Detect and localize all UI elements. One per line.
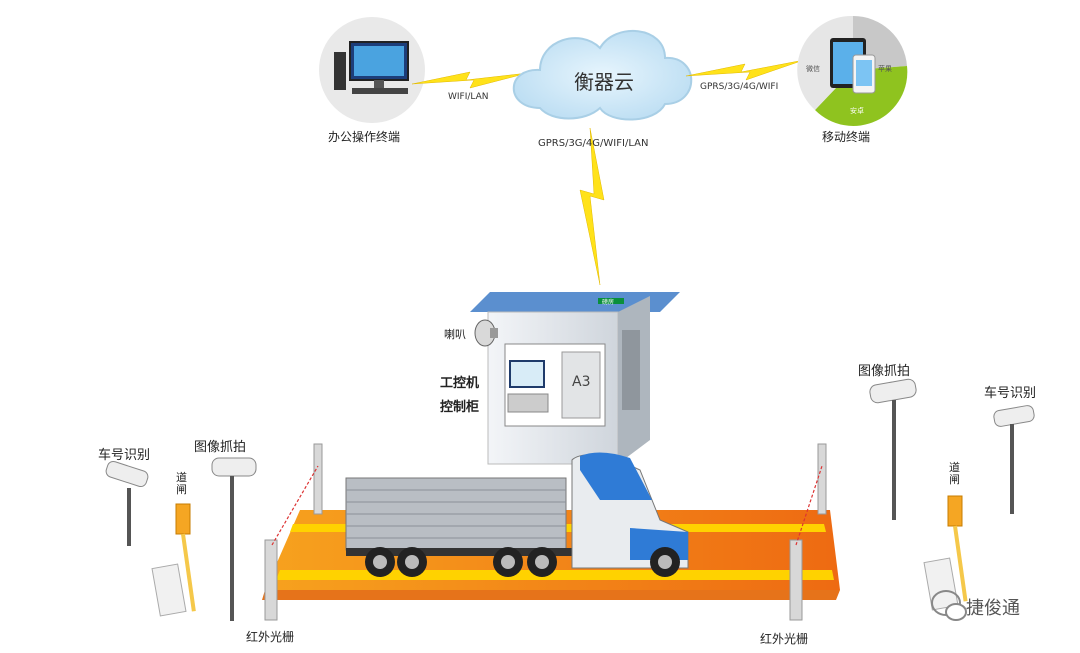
mobile-label: 移动终端	[822, 130, 871, 144]
mobile-link-label: GPRS/3G/4G/WIFI	[700, 82, 779, 92]
right-plate-label: 车号识别	[984, 386, 1037, 401]
office-terminal	[319, 17, 425, 123]
truck	[345, 452, 689, 577]
office-link-label: WIFI/LAN	[448, 92, 489, 102]
right-grating-label: 红外光栅	[760, 632, 809, 646]
left-capture-camera	[211, 457, 257, 621]
booth-label-1: 工控机	[440, 376, 480, 391]
cloud-shape	[512, 29, 693, 121]
cloud-booth-lightning	[579, 127, 605, 286]
booth-label-2: 控制柜	[440, 400, 480, 415]
right-plate-camera	[993, 405, 1035, 514]
control-booth	[470, 292, 680, 465]
cloud-label: 衡器云	[574, 70, 634, 94]
speaker-icon	[474, 319, 498, 347]
gprs-mobile-lightning	[685, 59, 805, 81]
left-plate-camera	[105, 460, 149, 546]
right-capture-label: 图像抓拍	[858, 364, 911, 379]
left-gate-label: 道闸	[176, 471, 187, 496]
left-plate-label: 车号识别	[98, 448, 151, 463]
mobile-segment-android: 安卓	[850, 107, 864, 115]
right-barrier-gate	[923, 495, 968, 611]
right-capture-camera	[869, 378, 917, 520]
speaker-label: 喇叭	[444, 328, 466, 341]
cabinet-label: A3	[572, 374, 591, 390]
wifi-lan-lightning	[411, 71, 529, 89]
left-grating-label: 红外光栅	[246, 630, 295, 644]
cloud-link-label: GPRS/3G/4G/WIFI/LAN	[538, 138, 649, 149]
mobile-terminal	[797, 15, 908, 126]
left-capture-label: 图像抓拍	[194, 440, 247, 455]
watermark-text: 捷俊通	[966, 598, 1020, 619]
mobile-segment-wechat: 微信	[806, 65, 820, 73]
booth-sign: 磅房	[602, 299, 615, 306]
wechat-logo-icon	[931, 590, 967, 621]
left-barrier-gate	[151, 503, 196, 617]
office-label: 办公操作终端	[328, 130, 401, 144]
mobile-segment-apple: 苹果	[878, 65, 892, 73]
right-gate-label: 道闸	[949, 461, 960, 486]
